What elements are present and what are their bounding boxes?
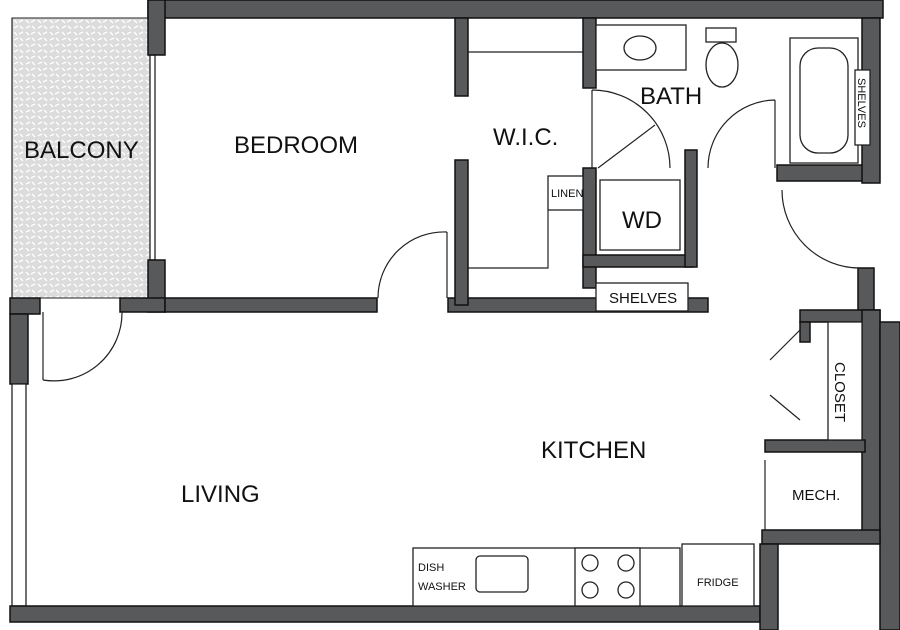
- kitchen-sink-icon: [475, 555, 529, 593]
- closet-shelf: [827, 321, 863, 441]
- washer-dryer: [599, 179, 681, 251]
- fridge: [681, 543, 755, 607]
- toilet-tank: [705, 27, 737, 43]
- balcony-area: [11, 17, 151, 299]
- label-linen: LINEN: [551, 188, 583, 200]
- label-living: LIVING: [181, 481, 260, 508]
- tub-basin: [799, 47, 849, 154]
- label-wic: W.I.C.: [493, 124, 558, 151]
- sink-icon: [623, 35, 657, 61]
- label-fridge: FRIDGE: [697, 577, 739, 589]
- label-shelves-wic: SHELVES: [609, 290, 677, 307]
- label-bath: BATH: [640, 83, 702, 110]
- label-balcony: BALCONY: [24, 137, 139, 164]
- label-mech: MECH.: [792, 487, 840, 504]
- label-wd: WD: [622, 207, 662, 234]
- label-kitchen: KITCHEN: [541, 437, 646, 464]
- doors: [42, 89, 861, 530]
- burner-icons: [581, 554, 635, 599]
- label-closet: CLOSET: [831, 362, 848, 422]
- label-bedroom: BEDROOM: [234, 132, 358, 159]
- label-dishwasher-1: DISH: [418, 562, 444, 574]
- toilet-icon: [705, 42, 739, 88]
- label-shelves-bath: SHELVES: [855, 78, 867, 128]
- label-dishwasher-2: WASHER: [418, 581, 466, 593]
- walls: [9, 0, 900, 630]
